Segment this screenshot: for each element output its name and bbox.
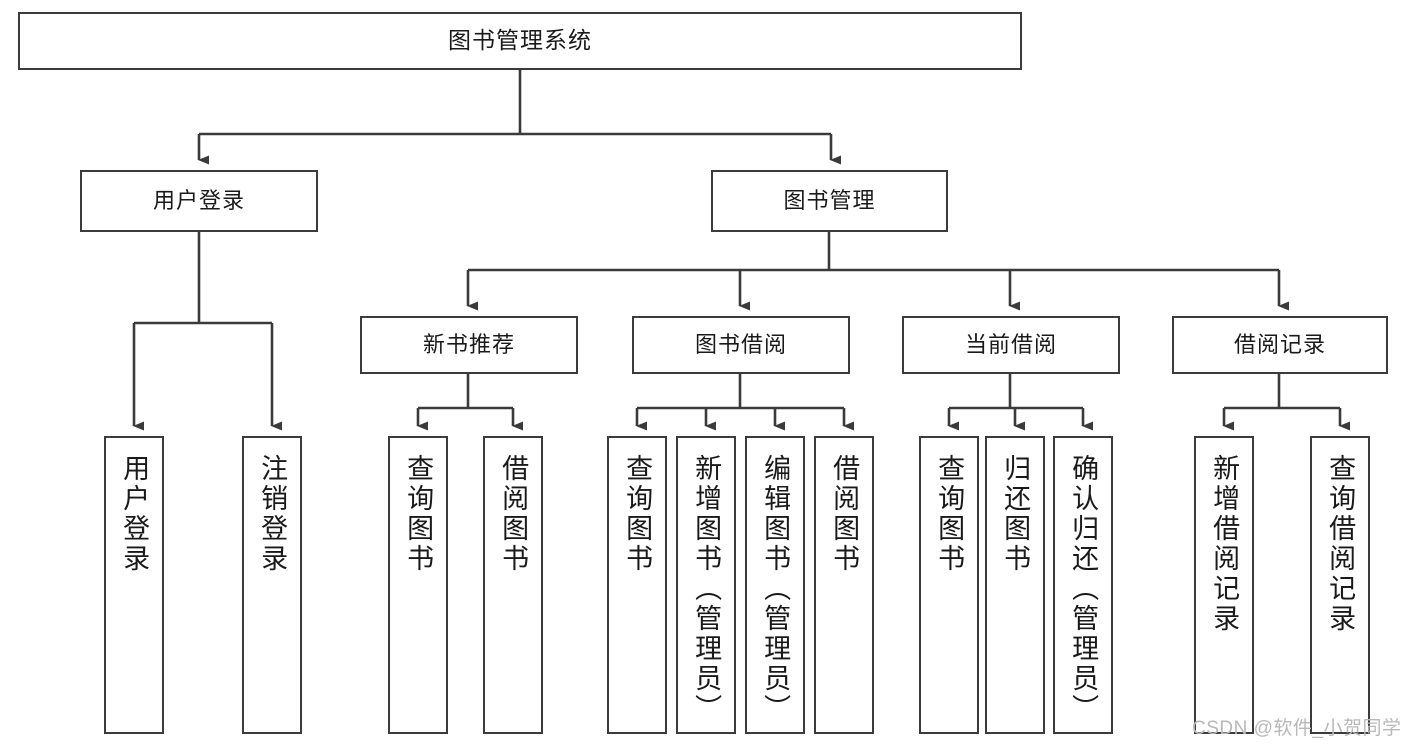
node-label: 图书借阅 — [694, 332, 787, 358]
node-book-management[interactable]: 图书管理 — [711, 170, 948, 232]
node-label: 借阅图书 — [498, 454, 529, 574]
node-label: 借阅记录 — [1233, 332, 1326, 358]
leaf-borrow-book[interactable]: 借阅图书 — [814, 436, 874, 734]
leaf-logout[interactable]: 注销登录 — [242, 436, 302, 734]
leaf-add-borrow-record[interactable]: 新增借阅记录 — [1194, 436, 1254, 734]
node-book-borrow[interactable]: 图书借阅 — [632, 316, 850, 374]
node-borrow-record[interactable]: 借阅记录 — [1172, 316, 1388, 374]
node-label: 用户登录 — [152, 188, 245, 214]
node-user-login[interactable]: 用户登录 — [80, 170, 318, 232]
node-label: 归还图书 — [1000, 454, 1031, 574]
node-label: 图书管理系统 — [448, 27, 592, 54]
node-label: 编辑图书（管理员） — [760, 454, 791, 724]
leaf-confirm-return-admin[interactable]: 确认归还（管理员） — [1053, 436, 1113, 734]
leaf-add-book-admin[interactable]: 新增图书（管理员） — [676, 436, 736, 734]
node-label: 新增借阅记录 — [1209, 454, 1240, 634]
node-label: 查询借阅记录 — [1325, 454, 1356, 634]
node-label: 新书推荐 — [422, 332, 515, 358]
leaf-query-book-recommend[interactable]: 查询图书 — [388, 436, 448, 734]
leaf-query-book-borrow[interactable]: 查询图书 — [607, 436, 667, 734]
node-label: 用户登录 — [119, 454, 150, 574]
node-label: 借阅图书 — [829, 454, 860, 574]
node-label: 当前借阅 — [964, 332, 1057, 358]
node-label: 查询图书 — [934, 454, 965, 574]
leaf-return-book[interactable]: 归还图书 — [985, 436, 1045, 734]
leaf-user-login[interactable]: 用户登录 — [104, 436, 164, 734]
leaf-query-book-current[interactable]: 查询图书 — [919, 436, 979, 734]
node-current-borrow[interactable]: 当前借阅 — [902, 316, 1120, 374]
node-root[interactable]: 图书管理系统 — [18, 12, 1022, 70]
node-label: 查询图书 — [622, 454, 653, 574]
leaf-edit-book-admin[interactable]: 编辑图书（管理员） — [745, 436, 805, 734]
node-label: 确认归还（管理员） — [1068, 454, 1099, 724]
node-label: 图书管理 — [783, 188, 876, 214]
watermark: CSDN @软件_小贺同学 — [1192, 718, 1402, 739]
leaf-borrow-book-recommend[interactable]: 借阅图书 — [483, 436, 543, 734]
node-label: 新增图书（管理员） — [691, 454, 722, 724]
leaf-query-borrow-record[interactable]: 查询借阅记录 — [1310, 436, 1370, 734]
node-label: 注销登录 — [257, 454, 288, 574]
node-label: 查询图书 — [403, 454, 434, 574]
node-new-book-recommend[interactable]: 新书推荐 — [360, 316, 578, 374]
